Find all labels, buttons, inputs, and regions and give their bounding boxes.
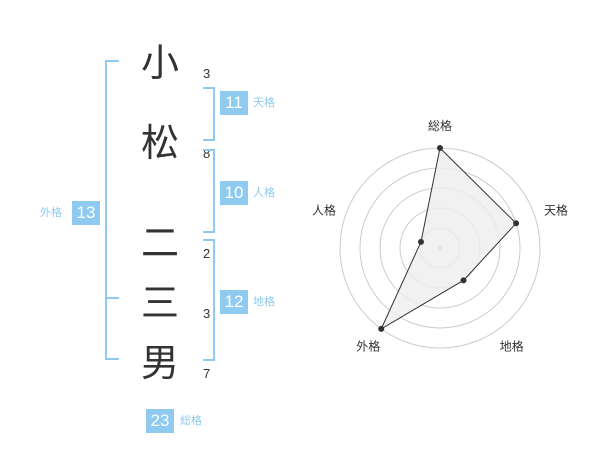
outer-fortune-badge: 13 bbox=[72, 201, 100, 225]
heaven-fortune-badge: 11 bbox=[220, 91, 248, 115]
person-bracket bbox=[203, 149, 215, 233]
name-char-1: 小 bbox=[140, 41, 179, 85]
name-char-5: 男 bbox=[140, 341, 179, 385]
heaven-bracket bbox=[203, 87, 215, 141]
name-char-4: 三 bbox=[140, 281, 179, 325]
stroke-count-4: 3 bbox=[203, 306, 211, 321]
radar-axis-label-3: 地格 bbox=[500, 339, 524, 354]
radar-point-5 bbox=[417, 238, 424, 245]
radar-point-1 bbox=[437, 145, 443, 151]
radar-point-2 bbox=[513, 220, 520, 227]
total-fortune-label: 総格 bbox=[180, 414, 202, 427]
stroke-count-2: 8 bbox=[203, 146, 211, 161]
earth-fortune-label: 地格 bbox=[253, 295, 275, 308]
radar-point-3 bbox=[460, 277, 467, 284]
total-fortune-badge: 23 bbox=[146, 409, 174, 433]
radar-axis-label-2: 天格 bbox=[544, 202, 568, 217]
stroke-count-1: 3 bbox=[203, 66, 211, 81]
earth-bracket bbox=[203, 239, 215, 361]
radar-polygon bbox=[380, 146, 517, 331]
radar-point-4 bbox=[378, 325, 385, 332]
stroke-count-3: 2 bbox=[203, 246, 211, 261]
name-char-3: 二 bbox=[140, 221, 179, 265]
person-fortune-label: 人格 bbox=[253, 186, 275, 199]
outer-bracket-divider bbox=[105, 297, 119, 299]
stroke-count-5: 7 bbox=[203, 366, 211, 381]
heaven-fortune-label: 天格 bbox=[253, 96, 275, 109]
outer-fortune-label: 外格 bbox=[40, 206, 62, 219]
earth-fortune-badge: 12 bbox=[220, 290, 248, 314]
radar-shape bbox=[378, 145, 520, 332]
outer-bracket bbox=[105, 60, 119, 360]
radar-axis-label-5: 人格 bbox=[312, 202, 336, 217]
person-fortune-badge: 10 bbox=[220, 181, 248, 205]
radar-axis-label-4: 外格 bbox=[356, 339, 380, 354]
name-char-2: 松 bbox=[140, 121, 179, 165]
radar-axis-label-1: 総格 bbox=[428, 118, 452, 133]
